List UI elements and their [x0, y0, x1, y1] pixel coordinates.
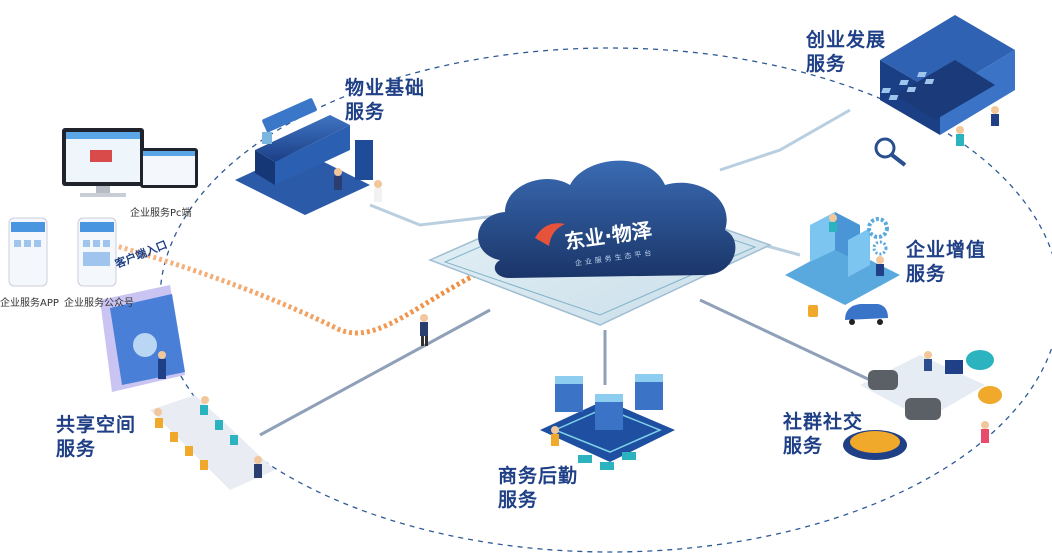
community-lounge-illustration	[843, 350, 1002, 460]
cloud-platform: 东业·物泽 企业服务生态平台	[428, 160, 772, 326]
label-business-service: 商务后勤 服务	[498, 465, 579, 511]
startup-dashboard-illustration	[874, 15, 1015, 167]
business-logistics-illustration	[540, 374, 675, 470]
label-shared-space-service: 共享空间 服务	[56, 414, 137, 460]
label-property-service: 物业基础 服务	[345, 77, 426, 123]
app-caption: 企业服务APP	[0, 298, 59, 309]
brand-logo-mark	[535, 223, 565, 246]
connection-lines	[112, 108, 871, 437]
property-reception-illustration: RECEPTION	[235, 98, 382, 215]
value-added-illustration	[785, 212, 900, 325]
line-community	[699, 298, 871, 382]
wechat-caption: 企业服务公众号	[64, 298, 134, 309]
entry-label: 客户端入口	[112, 237, 169, 271]
client-devices	[8, 128, 198, 287]
label-startup-service: 创业发展 服务	[806, 29, 887, 75]
shared-space-illustration	[100, 285, 275, 490]
label-community-service: 社群社交 服务	[783, 411, 864, 457]
label-value-added-service: 企业增值 服务	[906, 239, 987, 285]
app-phone	[8, 217, 48, 287]
line-property	[369, 203, 506, 227]
entry-line	[112, 242, 497, 336]
line-shared	[259, 308, 491, 437]
line-startup	[719, 108, 851, 172]
cloud-shape	[478, 160, 736, 278]
walking-person-illustration	[420, 314, 428, 346]
pc-caption: 企业服务Pc端	[130, 208, 192, 219]
